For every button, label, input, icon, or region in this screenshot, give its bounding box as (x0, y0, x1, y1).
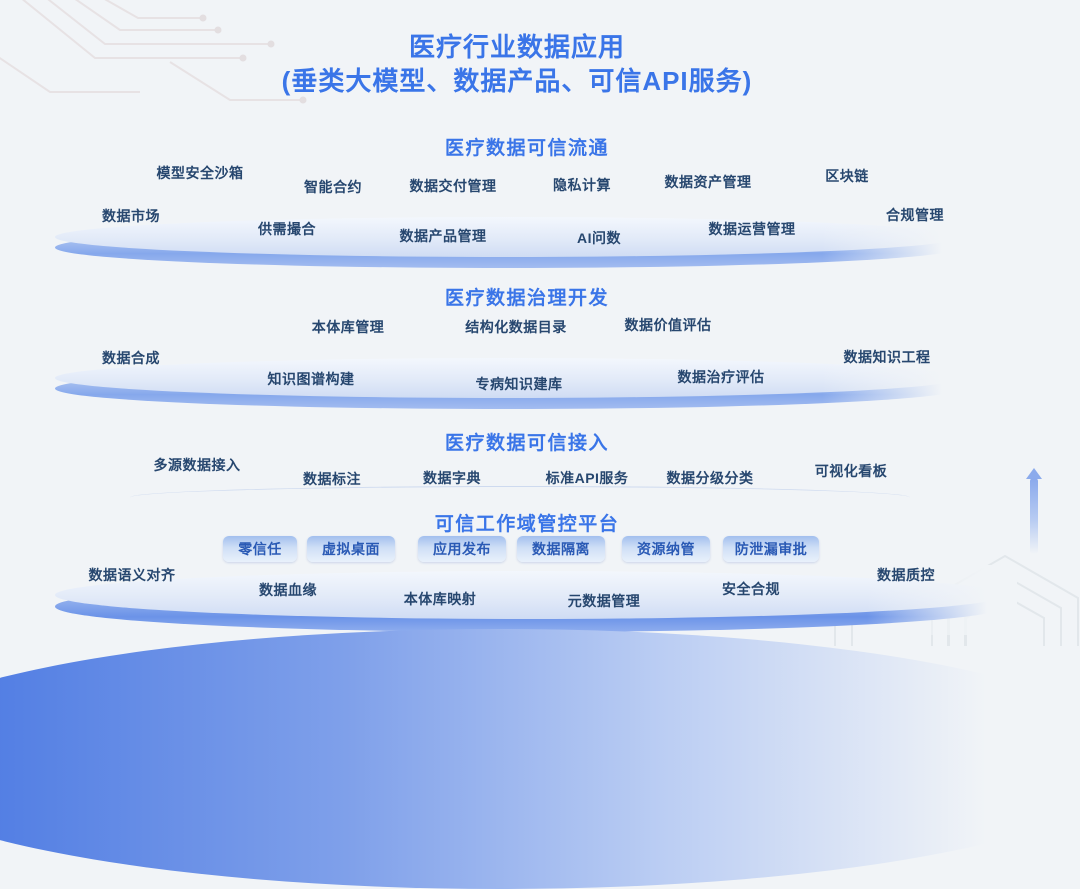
label-knowledge-graph-build: 知识图谱构建 (267, 371, 355, 387)
label-smart-contract: 智能合约 (304, 179, 362, 195)
label-data-quality-control: 数据质控 (877, 567, 935, 583)
label-ontology-lib-mgmt: 本体库管理 (311, 319, 385, 335)
bottom-platform-band (0, 629, 1080, 889)
label-data-treatment-assessment: 数据治疗评估 (677, 369, 765, 385)
label-metadata-mgmt: 元数据管理 (567, 593, 641, 609)
platform-disc-workspace (55, 565, 1017, 635)
label-data-asset-mgmt: 数据资产管理 (664, 174, 752, 190)
label-data-product-mgmt: 数据产品管理 (399, 228, 487, 244)
label-privacy-computing: 隐私计算 (553, 177, 611, 193)
disc-surface (55, 571, 1005, 619)
label-security-compliance: 安全合规 (722, 581, 780, 597)
label-data-annotation: 数据标注 (303, 471, 361, 487)
faint-arc-line (130, 486, 910, 509)
section-heading-governance-dev: 医疗数据治理开发 (444, 288, 609, 309)
label-data-market: 数据市场 (102, 208, 160, 224)
page-title-line1: 医疗行业数据应用 (408, 32, 625, 62)
label-ai-query: AI问数 (577, 230, 621, 246)
up-arrow-shaft (1030, 478, 1038, 554)
section-heading-trusted-access: 医疗数据可信接入 (444, 433, 609, 454)
pill-resource-mgmt: 资源纳管 (622, 536, 710, 562)
label-standard-api-service: 标准API服务 (545, 470, 629, 486)
disc-fade (822, 352, 972, 414)
label-disease-knowledge-base: 专病知识建库 (475, 376, 563, 392)
label-multi-source-access: 多源数据接入 (153, 457, 241, 473)
label-data-synthesis: 数据合成 (102, 350, 160, 366)
label-data-classification: 数据分级分类 (666, 470, 754, 486)
label-supply-demand-matching: 供需撮合 (258, 221, 316, 237)
label-model-sandbox: 模型安全沙箱 (156, 165, 244, 181)
section-heading-trusted-circulation: 医疗数据可信流通 (444, 138, 609, 159)
page-title-line2: (垂类大模型、数据产品、可信API服务) (281, 66, 753, 96)
label-data-value-assessment: 数据价值评估 (624, 317, 712, 333)
label-data-knowledge-engineering: 数据知识工程 (843, 349, 931, 365)
up-arrow-icon (1026, 468, 1042, 479)
label-ontology-lib-mapping: 本体库映射 (403, 591, 477, 607)
disc-fade (867, 565, 1017, 635)
disc-surface (55, 217, 960, 257)
circuit-traces-decoration (0, 0, 307, 104)
platform-disc-circulation (55, 211, 972, 273)
platform-disc-governance (55, 352, 972, 414)
label-compliance-mgmt: 合规管理 (886, 207, 944, 223)
section-heading-trusted-workspace-platform: 可信工作域管控平台 (434, 514, 620, 535)
label-structured-data-catalog: 结构化数据目录 (465, 319, 567, 335)
label-data-semantic-alignment: 数据语义对齐 (88, 567, 176, 583)
disc-fade (822, 211, 972, 273)
pill-virtual-desktop: 虚拟桌面 (307, 536, 395, 562)
label-data-operation-mgmt: 数据运营管理 (708, 221, 796, 237)
disc-surface (55, 358, 960, 398)
label-blockchain: 区块链 (825, 168, 869, 184)
label-data-dictionary: 数据字典 (423, 470, 481, 486)
pill-leak-prevention-approval: 防泄漏审批 (723, 536, 819, 562)
label-visual-dashboard: 可视化看板 (814, 463, 888, 479)
page-title: 医疗行业数据应用 (垂类大模型、数据产品、可信API服务) (0, 30, 1034, 98)
pill-data-isolation: 数据隔离 (517, 536, 605, 562)
pill-app-publish: 应用发布 (418, 536, 506, 562)
pill-zero-trust: 零信任 (223, 536, 297, 562)
label-data-lineage: 数据血缘 (259, 582, 317, 598)
label-data-delivery-mgmt: 数据交付管理 (409, 178, 497, 194)
